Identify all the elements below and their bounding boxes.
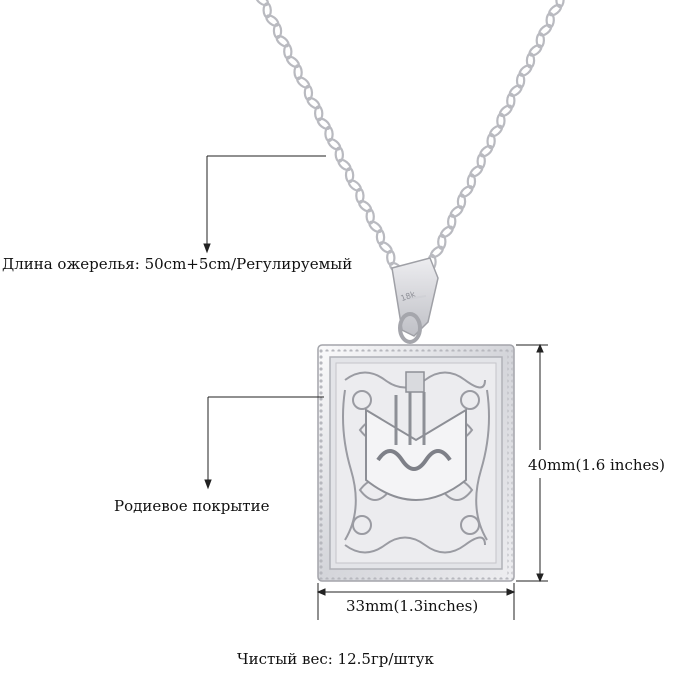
chain-link [459, 185, 474, 198]
chain-link [555, 0, 565, 9]
chain-link [528, 44, 543, 57]
chain-link [479, 144, 494, 158]
chain-link [486, 133, 496, 150]
central-emblem [365, 371, 467, 501]
chain-link [378, 241, 393, 254]
chain-link [456, 193, 467, 210]
chain-link [368, 220, 383, 234]
chain-link [496, 112, 506, 129]
chain-link [515, 72, 526, 89]
necklace-length-label: Длина ожерелья: 50cm+5cm/Регулируемый [2, 255, 353, 273]
chain-link [429, 245, 444, 259]
chain-link [275, 34, 290, 48]
chain-right [427, 0, 565, 271]
width-dimension [316, 583, 516, 620]
chain-link [347, 179, 362, 192]
chain-link [476, 153, 486, 170]
pendant-bail: 18k [391, 257, 439, 344]
pendant-height-label: 40mm(1.6 inches) [528, 456, 665, 474]
chain-link [446, 213, 457, 230]
chain-link [316, 117, 331, 130]
height-dimension [516, 343, 548, 583]
chain-link [469, 164, 484, 178]
coating-label: Родиевое покрытие [114, 497, 270, 515]
chain-link [437, 233, 447, 250]
chain-link [265, 14, 280, 27]
pendant-width-label: 33mm(1.3inches) [346, 597, 479, 615]
chain-left [254, 0, 404, 275]
coating-annotation-line [204, 396, 324, 490]
chain-link [285, 55, 300, 69]
chain-link [535, 32, 546, 49]
chain-link [358, 199, 373, 213]
chain-link [508, 84, 523, 98]
chain-link [337, 158, 352, 172]
chain-link [306, 96, 321, 110]
net-weight-label: Чистый вес: 12.5гр/штук [237, 650, 434, 668]
chain-link [538, 23, 553, 37]
chain-link [327, 138, 342, 151]
chain-link [489, 124, 503, 138]
pendant [317, 344, 515, 582]
chain-link [498, 104, 513, 118]
chain-link [449, 205, 464, 218]
chain-link [466, 173, 477, 190]
chain-link [439, 225, 454, 239]
chain-link [518, 64, 533, 77]
length-annotation-line [203, 155, 326, 254]
chain-link [296, 76, 311, 89]
chain-link [548, 3, 563, 17]
